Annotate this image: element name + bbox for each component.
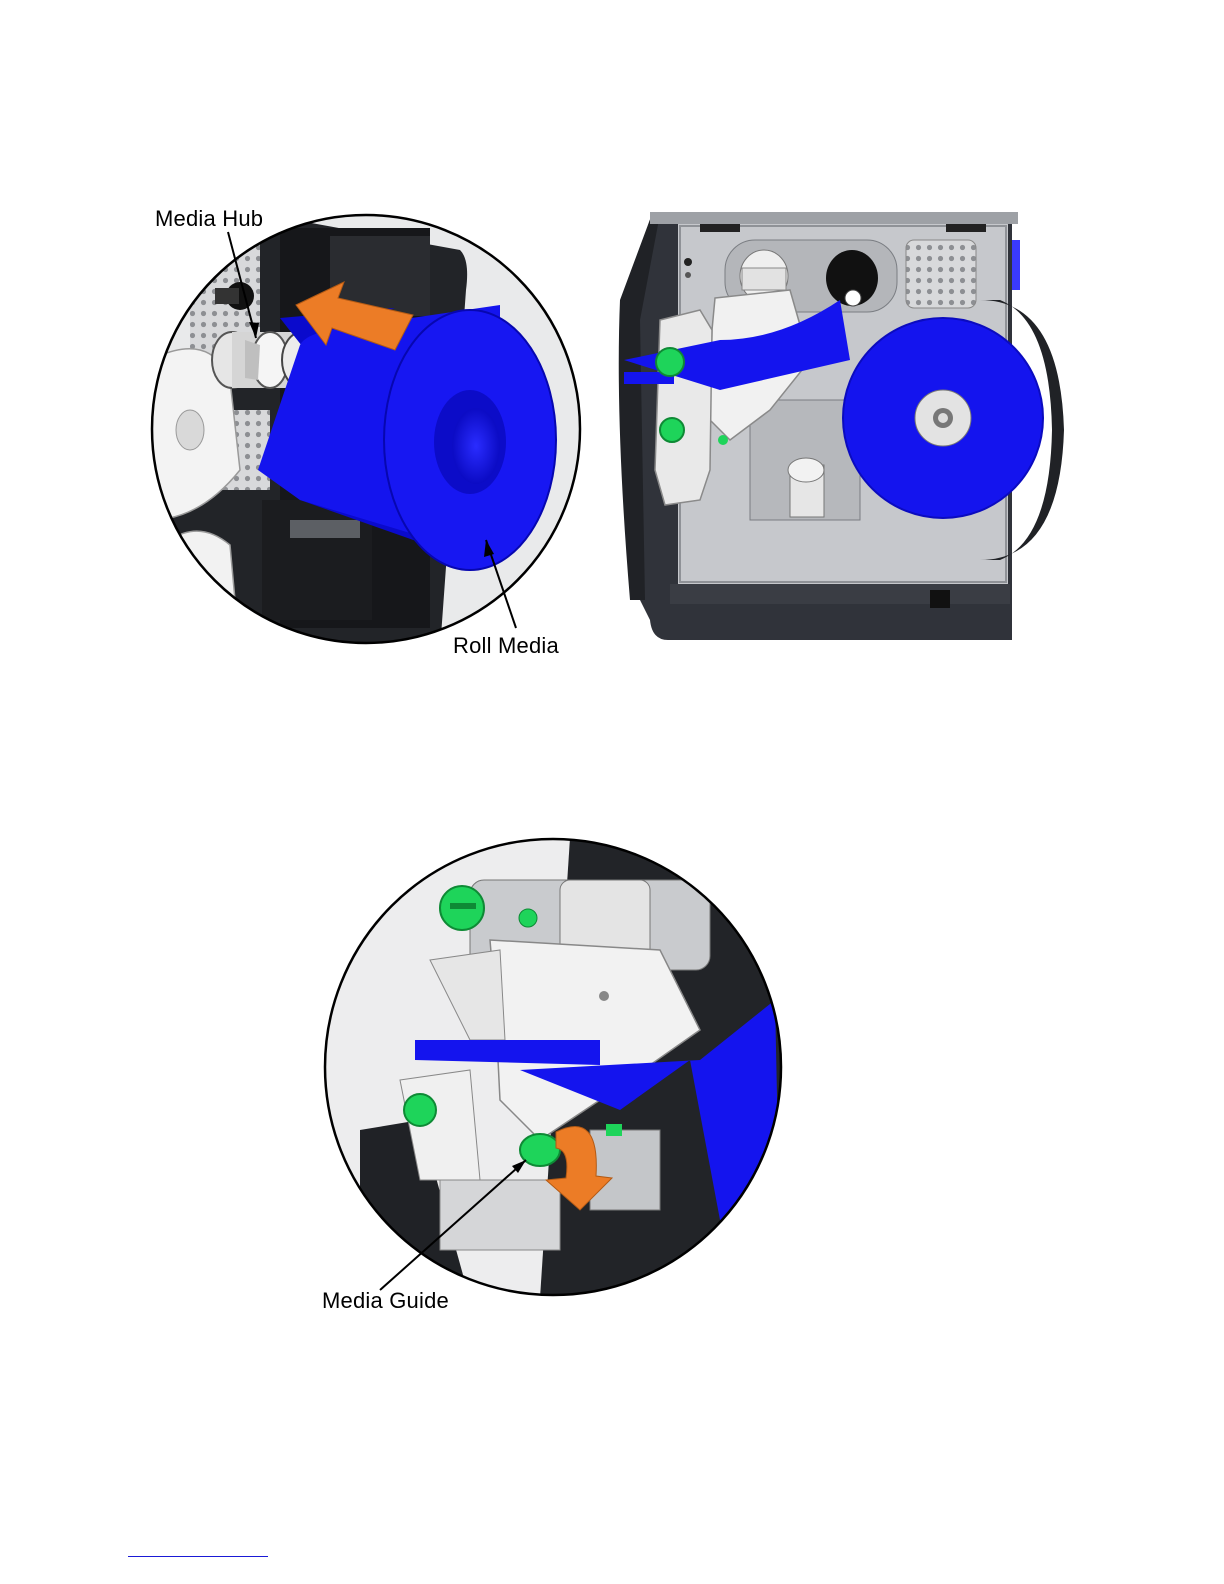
callout-roll-media: Roll Media	[453, 633, 559, 659]
green-knob-lower	[660, 418, 684, 442]
magnified-hub-view	[150, 214, 582, 650]
callout-media-guide: Media Guide	[322, 1288, 449, 1314]
footnote-rule	[128, 1556, 268, 1557]
printer-overview	[619, 212, 1064, 640]
callout-media-hub: Media Hub	[155, 206, 263, 232]
green-knob-upper	[656, 348, 684, 376]
